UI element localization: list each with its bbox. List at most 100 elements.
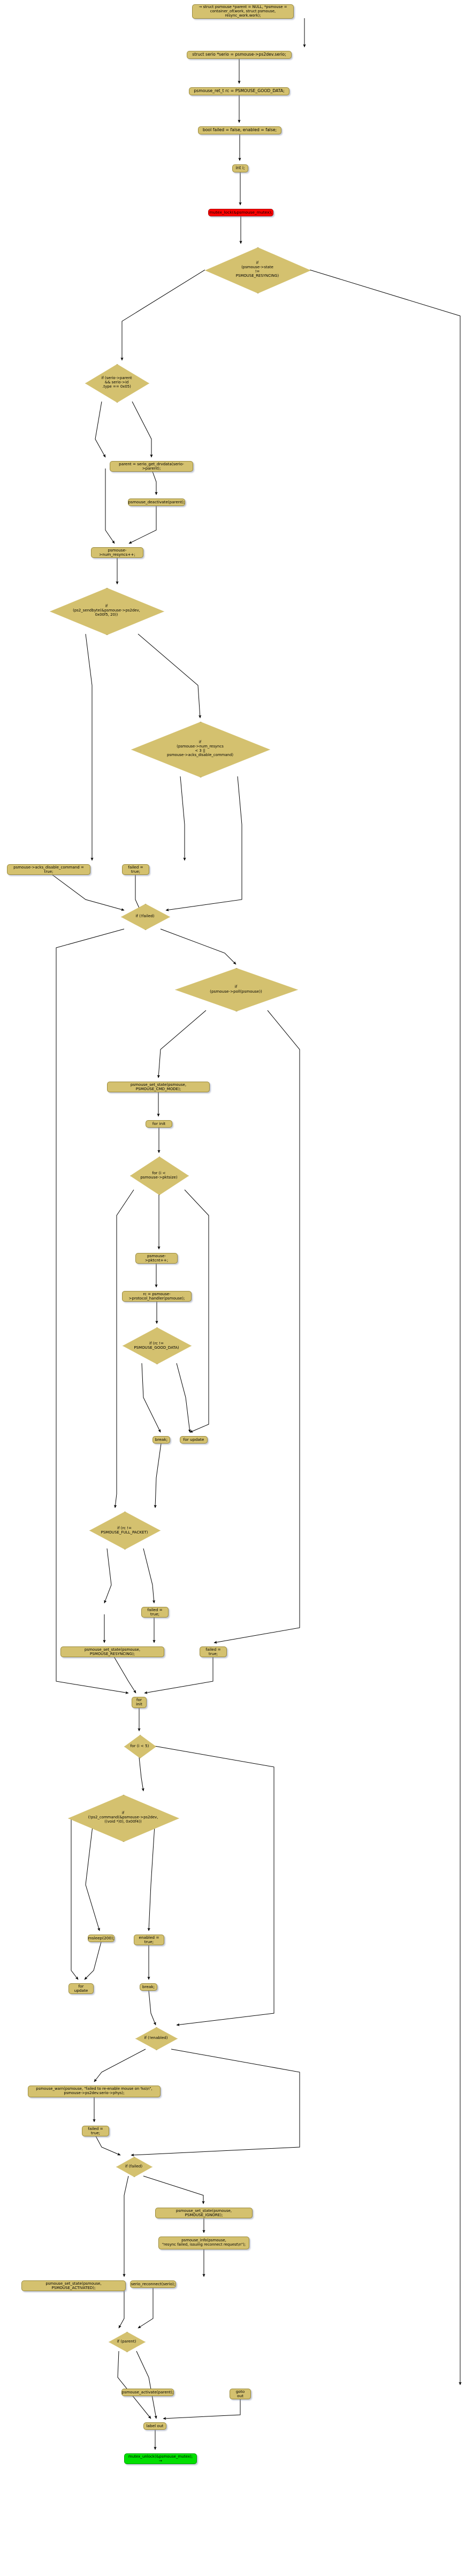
statement-node[interactable]: psmouse_info(psmouse, "resync failed, is… [158,2237,249,2249]
statement-node[interactable]: psmouse_ret_t rc = PSMOUSE_GOOD_DATA; [189,87,289,95]
flow-edge [144,1654,213,1694]
flow-edge [117,2351,151,2419]
statement-node[interactable]: struct serio *serio = psmouse->ps2dev.se… [187,51,292,59]
node-label: if (psmouse->state != PSMOUSE_RESYNCING) [235,261,279,278]
decision-node[interactable]: if (ps2_sendbyte(&psmouse->ps2dev, 0x00f… [50,588,164,635]
node-label: for (i < 5) [130,1743,149,1748]
statement-node[interactable]: failed = true; [82,2126,109,2137]
flow-edge [213,1010,300,1644]
flow-edge [104,1548,112,1604]
decision-node[interactable]: if (rc != PSMOUSE_FULL_PACKET) [89,1512,161,1550]
exit-statement-node[interactable]: mutex_unlock(&psmouse_mutex); → [124,2453,197,2464]
decision-node[interactable]: if (psmouse->poll(psmouse)) [175,968,298,1011]
statement-node[interactable]: for update [180,1436,208,1444]
flow-edge [84,1942,102,1980]
statement-node[interactable]: psmouse_set_state(psmouse, PSMOUSE_CMD_M… [107,1082,210,1092]
flow-edge [184,1189,209,1433]
node-label: if (!enabled) [144,2035,168,2041]
flow-edge [112,1653,136,1694]
statement-node[interactable]: rc = psmouse->protocol_handler(psmouse); [122,1291,192,1302]
statement-node[interactable]: serio_reconnect(serio); [130,2280,176,2288]
node-label: if (rc != PSMOUSE_FULL_PACKET) [101,1525,148,1535]
decision-node[interactable]: if (!ps2_command(&psmouse->ps2dev, ((voi… [68,1795,179,1842]
flow-edge [148,1990,156,2026]
decision-node[interactable]: if (serio->parent && serio->id .type == … [85,364,149,403]
statement-node[interactable]: psmouse->pktcnt++; [135,1253,178,1264]
statement-node[interactable]: failed = true; [200,1646,227,1658]
decision-node[interactable]: if (!failed) [121,904,170,930]
statement-node[interactable]: failed = true; [122,864,149,875]
flow-edge [309,269,462,2385]
flow-edge [71,1817,79,1980]
flow-edge [118,2288,125,2329]
flow-edge [132,401,153,458]
flow-edge [136,2351,157,2419]
decision-node[interactable]: if (failed) [116,2157,152,2177]
statement-node[interactable]: psmouse_set_state(psmouse, PSMOUSE_RESYN… [60,1646,164,1657]
statement-node[interactable]: psmouse_activate(parent); [121,2389,174,2396]
flow-edge [160,928,236,965]
flow-edge [143,1548,156,1604]
flow-edge [138,2288,154,2329]
flow-edge [154,1443,162,1508]
decision-node[interactable]: if (psmouse->state != PSMOUSE_RESYNCING) [205,247,311,293]
flow-edge [48,871,125,911]
statement-node[interactable]: label out [143,2422,166,2430]
node-label: if (!ps2_command(&psmouse->ps2dev, ((voi… [88,1811,158,1824]
flow-edge [138,633,202,719]
statement-node[interactable]: goto out [230,2389,251,2400]
statement-node[interactable]: psmouse_warn(psmouse, "failed to re-enab… [28,2086,161,2097]
statement-node[interactable]: for update [68,1983,94,1995]
statement-node[interactable]: parent = serio_get_drvdata(serio->parent… [110,461,193,472]
statement-node[interactable]: int i; [232,164,248,172]
decision-node[interactable]: if (psmouse->num_resyncs < 3 || psmouse-… [131,722,270,777]
statement-node[interactable]: → struct psmouse *parent = NULL, *psmous… [192,4,294,19]
decision-node[interactable]: if (rc != PSMOUSE_GOOD_DATA) [123,1327,192,1364]
decision-node[interactable]: for (i < 5) [124,1735,156,1758]
node-label: if (!failed) [135,913,155,919]
flow-edge [143,2175,205,2204]
flow-edge [105,469,115,544]
node-label: if (rc != PSMOUSE_GOOD_DATA) [134,1340,179,1350]
node-label: for (i < psmouse->pktsize) [140,1170,178,1180]
node-label: if (psmouse->poll(psmouse)) [210,984,262,994]
node-label: if (psmouse->num_resyncs < 3 || psmouse-… [166,740,234,757]
decision-node[interactable]: for (i < psmouse->pktsize) [130,1157,189,1195]
statement-node[interactable]: psmouse->num_resyncs++; [91,547,143,558]
flow-edge [94,2133,121,2156]
entry-statement-node[interactable]: mutex_lock(&psmouse_mutex); [208,209,273,216]
statement-node[interactable]: break; [140,1983,157,1991]
statement-node[interactable]: failed = true; [141,1607,169,1618]
flow-edge [131,2049,300,2157]
decision-node[interactable]: if (!enabled) [135,2027,178,2050]
node-label: if (failed) [125,2163,143,2169]
statement-node[interactable]: bool failed = false, enabled = false; [198,126,281,134]
statement-node[interactable]: break; [152,1436,170,1444]
statement-node[interactable]: msleep(200); [88,1935,115,1942]
flow-edge [180,776,186,861]
statement-node[interactable]: psmouse_set_state(psmouse, PSMOUSE_ACTIV… [21,2280,126,2291]
statement-node[interactable]: psmouse_set_state(psmouse, PSMOUSE_IGNOR… [155,2208,253,2218]
statement-node[interactable]: psmouse->acks_disable_command = true; [7,864,90,875]
decision-node[interactable]: if (parent) [109,2332,146,2352]
flow-edge [94,2049,146,2082]
flow-edge [151,468,158,495]
statement-node[interactable]: enabled = true; [134,1935,164,1946]
flow-edge [139,1757,144,1792]
flow-edge [163,2396,241,2420]
flow-edge [56,928,129,1694]
flow-edge [176,1363,191,1433]
flow-edge [141,1363,161,1433]
flow-edge [123,2175,129,2277]
node-label: if (ps2_sendbyte(&psmouse->ps2dev, 0x00f… [73,604,140,617]
statement-node[interactable]: psmouse_deactivate(parent); [128,498,185,506]
flow-edge [157,1010,207,1078]
statement-node[interactable]: for init [146,1120,172,1128]
flow-edge [154,1746,274,2026]
node-label: if (parent) [117,2338,136,2344]
statement-node[interactable]: for init [132,1697,147,1708]
node-label: if (serio->parent && serio->id .type == … [101,376,132,389]
flow-edge [85,633,94,861]
